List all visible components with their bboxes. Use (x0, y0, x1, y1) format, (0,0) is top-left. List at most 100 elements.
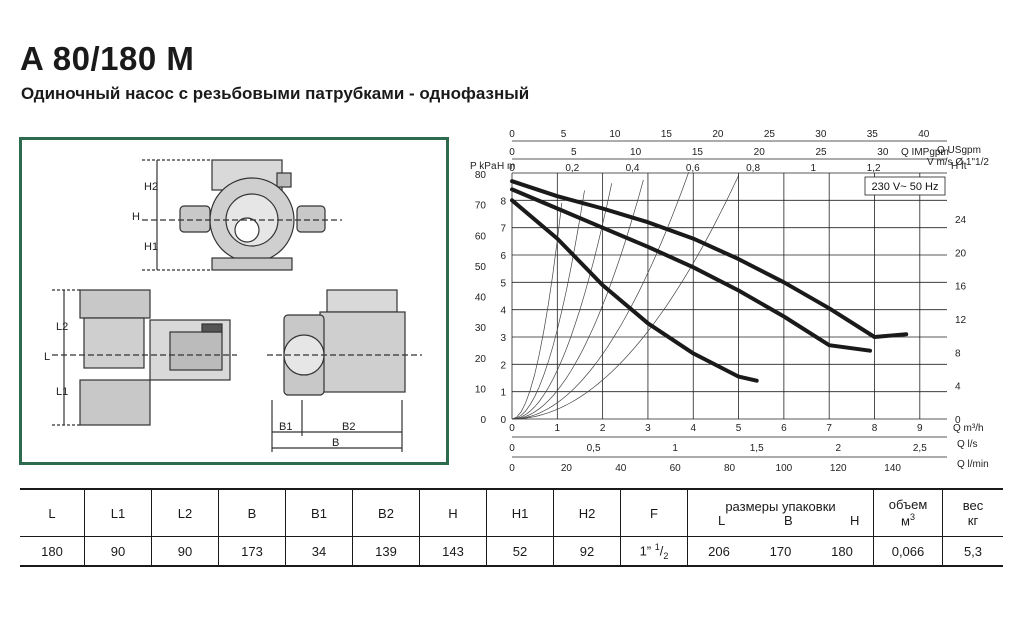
y-tick-m: 8 (500, 196, 506, 207)
value-b: 173 (218, 536, 286, 567)
x-tick-lmin: 60 (670, 463, 682, 474)
y-tick-kpa: 30 (475, 323, 487, 334)
value-h: 143 (419, 536, 487, 567)
spec-table-value-row: 180 90 90 173 34 139 143 52 92 1” 1/2 20… (20, 536, 1003, 567)
pump-front-view (142, 159, 342, 271)
y-tick-ft: 4 (955, 382, 961, 393)
col-header-packaging: размеры упаковки L B H (687, 488, 874, 537)
volume-unit: м3 (901, 512, 915, 529)
weight-title: вес (962, 498, 984, 513)
spec-table: L L1 L2 B B1 B2 H H1 H2 F размеры упаков… (20, 488, 1003, 567)
y-tick-m: 7 (500, 224, 506, 235)
system-curve (511, 171, 690, 420)
x-tick-lmin: 140 (884, 463, 901, 474)
packaging-sub-b: B (784, 513, 793, 528)
x-tick-usgpm: 25 (764, 129, 776, 140)
y-tick-m: 1 (500, 388, 506, 399)
system-curve (511, 183, 613, 420)
dim-label-l: L (44, 351, 50, 363)
y-tick-m: 4 (500, 306, 506, 317)
x-axis-title-m3h: Q m³/h (953, 423, 984, 434)
col-header-weight: вес кг (942, 488, 1003, 537)
x-tick-vms: 0,4 (626, 163, 640, 174)
y-tick-kpa: 40 (475, 293, 487, 304)
x-tick-vms: 1 (811, 163, 817, 174)
system-curve (511, 190, 585, 420)
x-tick-m3h: 3 (645, 423, 651, 434)
y-tick-kpa: 60 (475, 231, 487, 242)
dim-label-b: B (332, 437, 339, 449)
x-tick-usgpm: 10 (609, 129, 621, 140)
page-subtitle: Одиночный насос с резьбовыми патрубками … (21, 84, 530, 103)
y-axis-title-p: P kPa (470, 161, 497, 172)
col-header-b: B (218, 488, 286, 537)
y-tick-ft: 24 (955, 215, 967, 226)
system-curve (511, 175, 739, 420)
x-tick-vms: 0,8 (746, 163, 760, 174)
x-axis-title-lmin: Q l/min (957, 459, 989, 470)
value-l: 180 (20, 536, 85, 567)
y-tick-kpa: 70 (475, 201, 487, 212)
dim-label-h: H (132, 211, 140, 223)
col-header-f: F (620, 488, 688, 537)
x-tick-lmin: 80 (724, 463, 736, 474)
x-tick-usgpm: 30 (815, 129, 827, 140)
page-title: A 80/180 M (20, 40, 195, 77)
x-tick-vms: 0,6 (686, 163, 700, 174)
x-tick-ls: 0 (509, 443, 515, 454)
pump-drawing-panel: H2 H H1 L2 L L1 B1 B2 B (19, 137, 449, 465)
x-tick-ls: 2,5 (913, 443, 927, 454)
performance-curve-3 (510, 198, 759, 383)
packaging-title: размеры упаковки (725, 499, 836, 514)
col-header-volume: объем м3 (873, 488, 943, 537)
y-tick-m: 3 (500, 333, 506, 344)
x-tick-usgpm: 20 (712, 129, 724, 140)
x-tick-ls: 1,5 (750, 443, 764, 454)
value-h1: 52 (486, 536, 554, 567)
x-tick-lmin: 40 (615, 463, 627, 474)
y-tick-m: 2 (500, 360, 506, 371)
system-curve (511, 202, 563, 420)
x-tick-ls: 0,5 (587, 443, 601, 454)
y-tick-ft: 16 (955, 282, 967, 293)
x-tick-m3h: 4 (690, 423, 696, 434)
system-curve (511, 179, 644, 420)
y-tick-m: 6 (500, 251, 506, 262)
x-tick-usgpm: 15 (661, 129, 673, 140)
pump-side-view (52, 289, 237, 426)
packaging-sub-h: H (850, 513, 860, 528)
dim-label-b1: B1 (279, 421, 292, 433)
y-tick-m: 0 (500, 415, 506, 426)
x-tick-lmin: 20 (561, 463, 573, 474)
x-tick-vms: 0 (509, 163, 515, 174)
y-tick-kpa: 10 (475, 384, 487, 395)
y-tick-ft: 0 (955, 415, 961, 426)
x-tick-lmin: 100 (776, 463, 793, 474)
x-tick-impgpm: 25 (815, 147, 827, 158)
y-tick-kpa: 80 (475, 170, 487, 181)
x-tick-impgpm: 15 (692, 147, 704, 158)
value-l2: 90 (151, 536, 219, 567)
x-axis-title-ls: Q l/s (957, 439, 978, 450)
value-pack-b: 170 (749, 536, 811, 567)
x-tick-impgpm: 0 (509, 147, 515, 158)
value-f: 1” 1/2 (620, 536, 688, 567)
x-tick-impgpm: 5 (571, 147, 577, 158)
x-tick-lmin: 120 (830, 463, 847, 474)
dim-label-b2: B2 (342, 421, 355, 433)
y-tick-ft: 8 (955, 348, 961, 359)
dim-label-l1: L1 (56, 386, 68, 398)
chart-annotation: 230 V~ 50 Hz (872, 181, 939, 193)
x-tick-m3h: 2 (600, 423, 606, 434)
x-tick-impgpm: 20 (754, 147, 766, 158)
x-tick-usgpm: 40 (918, 129, 930, 140)
x-axis-title-impgpm: Q IMPgpm (901, 147, 949, 158)
y-tick-kpa: 0 (480, 415, 486, 426)
value-h2: 92 (553, 536, 621, 567)
x-axis-title-usgpm: Q USgpm (937, 145, 981, 156)
col-header-b2: B2 (352, 488, 420, 537)
x-tick-impgpm: 10 (630, 147, 642, 158)
col-header-h1: H1 (486, 488, 554, 537)
dim-label-h2: H2 (144, 181, 158, 193)
value-pack-h: 180 (811, 536, 874, 567)
